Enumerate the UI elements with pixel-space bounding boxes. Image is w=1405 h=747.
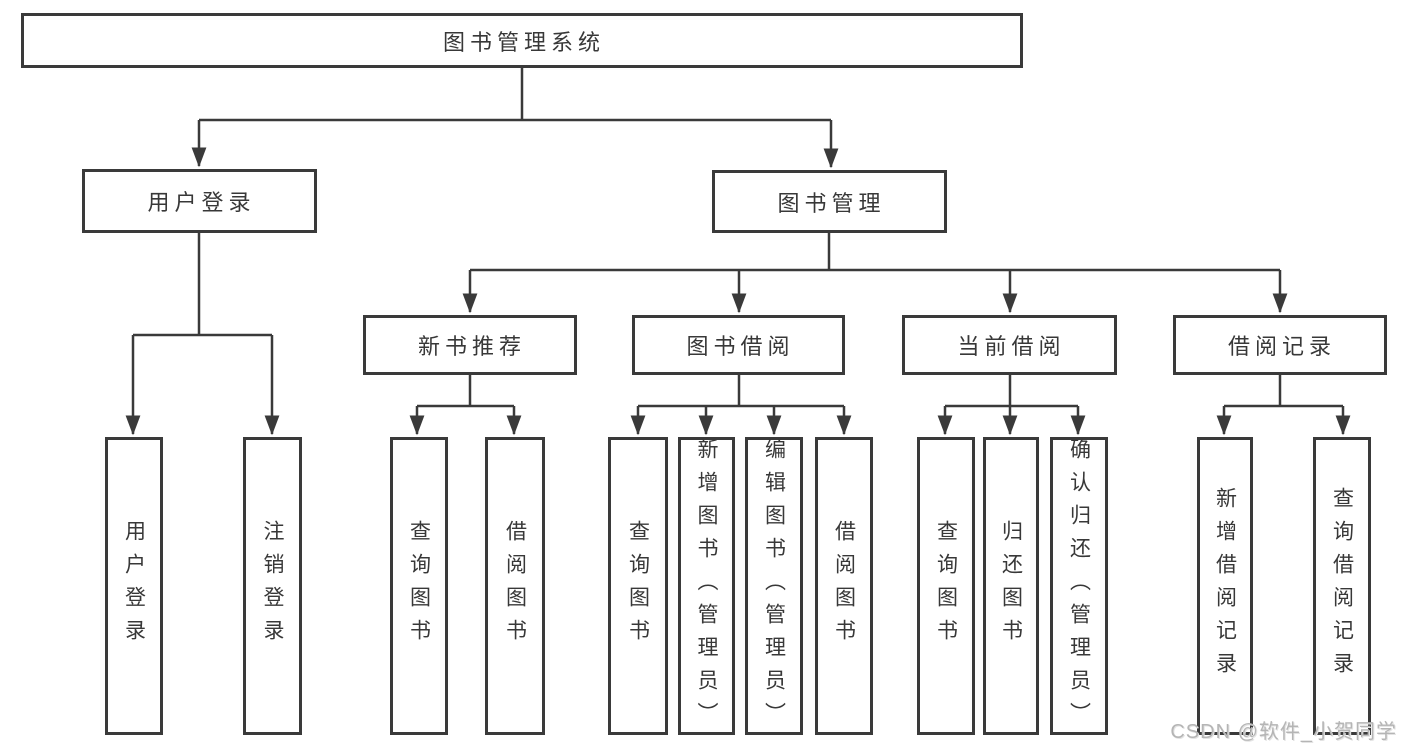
node-label: 图书借阅 bbox=[686, 334, 795, 359]
leaf-label: 查询图书 bbox=[934, 520, 958, 652]
node-borrow-records: 借阅记录 bbox=[1173, 315, 1387, 375]
leaf-label: 借阅图书 bbox=[832, 520, 856, 652]
node-label: 当前借阅 bbox=[957, 334, 1066, 359]
leaf-label: 查询借阅记录 bbox=[1330, 487, 1354, 685]
node-library-system: 图书管理系统 bbox=[21, 13, 1023, 68]
leaf-borrow-book-recommend: 借阅图书 bbox=[485, 437, 545, 735]
leaf-label: 新增图书（管理员） bbox=[695, 437, 718, 735]
leaf-label: 归还图书 bbox=[999, 520, 1023, 652]
leaf-borrow-book-borrowing: 借阅图书 bbox=[815, 437, 873, 735]
node-label: 图书管理系统 bbox=[442, 29, 605, 55]
leaf-logout: 注销登录 bbox=[243, 437, 302, 735]
leaf-label: 查询图书 bbox=[626, 520, 650, 652]
leaf-label: 查询图书 bbox=[407, 520, 431, 652]
leaf-label: 借阅图书 bbox=[503, 520, 527, 652]
node-book-management: 图书管理 bbox=[712, 170, 947, 233]
node-label: 借阅记录 bbox=[1227, 334, 1336, 359]
node-book-borrowing: 图书借阅 bbox=[632, 315, 845, 375]
leaf-query-book-current: 查询图书 bbox=[917, 437, 975, 735]
node-label: 新书推荐 bbox=[417, 334, 526, 359]
leaf-label: 注销登录 bbox=[261, 520, 284, 652]
leaf-label: 编辑图书（管理员） bbox=[762, 437, 786, 735]
leaf-query-book-recommend: 查询图书 bbox=[390, 437, 448, 735]
leaf-label: 新增借阅记录 bbox=[1213, 487, 1237, 685]
leaf-label: 用户登录 bbox=[122, 520, 146, 652]
leaf-label: 确认归还（管理员） bbox=[1067, 437, 1091, 735]
csdn-watermark: CSDN @软件_小贺同学 bbox=[1170, 721, 1397, 743]
node-user-login: 用户登录 bbox=[82, 169, 317, 233]
leaf-user-login: 用户登录 bbox=[105, 437, 163, 735]
leaf-edit-book-admin: 编辑图书（管理员） bbox=[745, 437, 803, 735]
leaf-add-book-admin: 新增图书（管理员） bbox=[678, 437, 735, 735]
leaf-add-borrow-record: 新增借阅记录 bbox=[1197, 437, 1253, 735]
node-label: 用户登录 bbox=[147, 190, 256, 215]
leaf-confirm-return-admin: 确认归还（管理员） bbox=[1050, 437, 1108, 735]
node-new-book-recommend: 新书推荐 bbox=[363, 315, 577, 375]
node-label: 图书管理 bbox=[777, 190, 886, 216]
leaf-query-borrow-record: 查询借阅记录 bbox=[1313, 437, 1371, 735]
leaf-return-book: 归还图书 bbox=[983, 437, 1039, 735]
node-current-borrowing: 当前借阅 bbox=[902, 315, 1117, 375]
leaf-query-book-borrowing: 查询图书 bbox=[608, 437, 668, 735]
